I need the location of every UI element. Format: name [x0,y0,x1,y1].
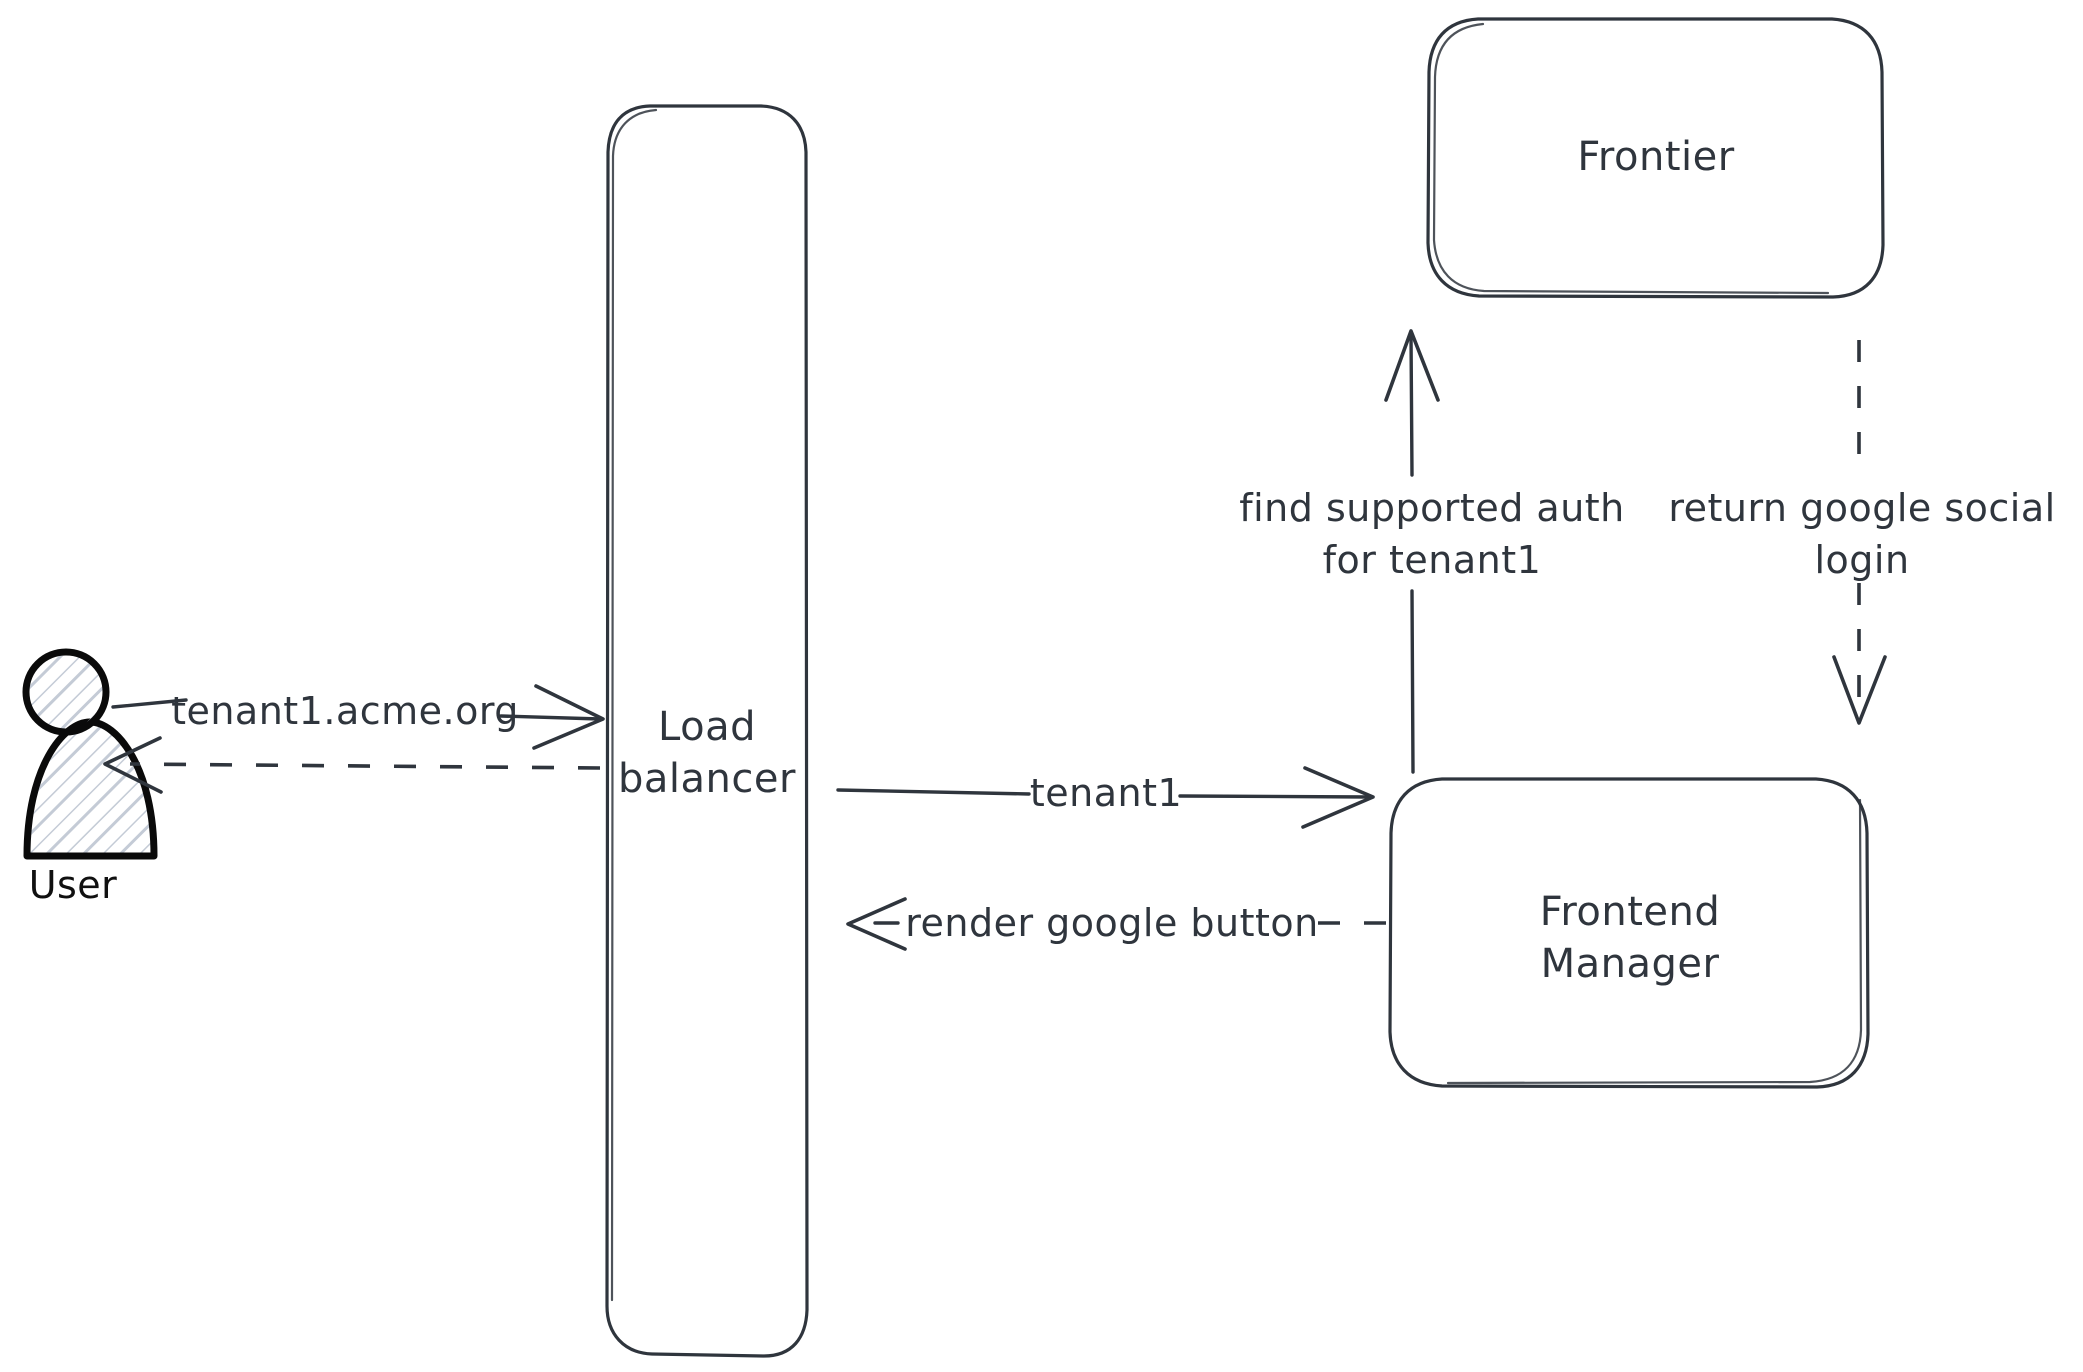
edge-frontend-manager-to-load-balancer[interactable]: render google button [846,897,1386,951]
edge-user-to-load-balancer[interactable]: tenant1.acme.org [111,684,605,750]
edge-lb-user-line [129,762,601,770]
edge-lb-fm-line-right [1178,794,1372,799]
edge-user-lb-line-right [499,714,602,721]
frontend-manager-shape-accent [1446,798,1863,1085]
user-head [22,648,110,736]
edge-fm-frontier-label-line2: for tenant1 [1323,538,1542,582]
edge-frontier-fm-arrowhead [1832,655,1887,725]
edge-lb-fm-line-left [836,788,1031,796]
edge-fm-frontier-line-lower [1410,589,1415,774]
edge-frontier-fm-label-line2: login [1814,538,1909,582]
edge-lb-fm-label: tenant1 [1030,771,1182,815]
edge-frontier-to-frontend-manager[interactable]: return google social login [1668,340,2055,725]
frontend-manager-label-line1: Frontend [1540,889,1721,935]
edge-load-balancer-to-user[interactable] [103,736,601,794]
user-label: User [29,863,118,907]
edge-frontier-fm-label-line1: return google social [1668,486,2055,530]
edge-lb-user-arrowhead [103,736,163,794]
edge-user-lb-label: tenant1.acme.org [171,689,519,733]
edge-fm-frontier-arrowhead [1384,329,1440,402]
load-balancer-label-line2: balancer [618,756,796,802]
edge-fm-lb-label: render google button [905,901,1319,945]
user-head-fill [26,652,106,732]
load-balancer-label-line1: Load [658,704,756,750]
frontier-label: Frontier [1577,134,1734,180]
node-load-balancer[interactable]: Load balancer [605,104,809,1358]
load-balancer-shape [605,104,809,1358]
edge-user-lb-line-left [111,698,188,709]
frontier-shape [1426,17,1885,299]
edge-load-balancer-to-frontend-manager[interactable]: tenant1 [836,766,1375,829]
load-balancer-shape-accent [610,108,658,1302]
edge-frontend-manager-to-frontier[interactable]: find supported auth for tenant1 [1239,329,1625,774]
user-body-fill [27,722,154,856]
node-frontend-manager[interactable]: Frontend Manager [1388,777,1870,1089]
edge-fm-lb-arrowhead [846,897,907,951]
frontier-shape-accent [1432,22,1830,295]
node-frontier[interactable]: Frontier [1426,17,1885,299]
edge-user-lb-arrowhead [532,684,605,750]
frontend-manager-label-line2: Manager [1541,941,1720,987]
edge-fm-frontier-line-upper [1409,332,1414,477]
edge-fm-frontier-label-line1: find supported auth [1239,486,1625,530]
edge-lb-fm-arrowhead [1301,766,1375,829]
